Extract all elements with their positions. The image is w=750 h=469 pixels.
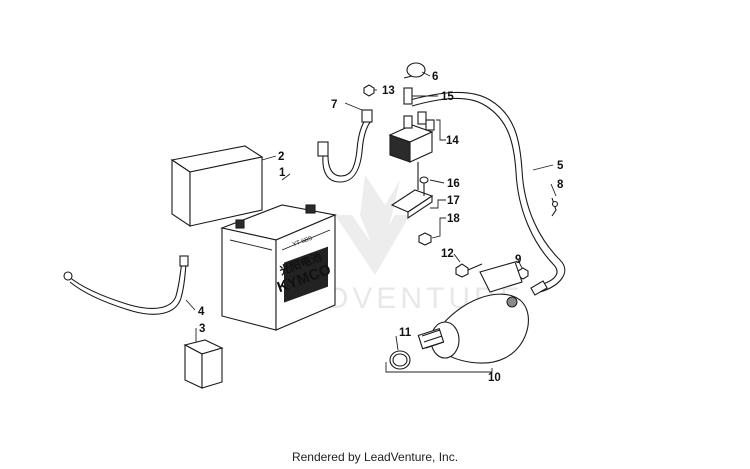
mounting-bracket-part-17[interactable] [390,162,434,220]
callout-6: 6 [432,71,438,83]
callout-11: 11 [399,327,412,339]
callout-8: 8 [557,179,564,191]
clamp-part-8[interactable] [551,197,559,217]
o-ring-part-11[interactable] [389,350,411,370]
starter-motor-part-10[interactable] [417,261,529,364]
nut-part-13[interactable] [363,84,375,97]
callout-2: 2 [278,151,284,163]
callout-15: 15 [441,91,454,103]
callout-3: 3 [199,323,205,335]
callout-14: 14 [446,135,459,147]
callout-13: 13 [382,85,395,97]
leader-lines [185,71,557,373]
screw-part-16[interactable] [419,176,429,196]
callout-7: 7 [331,99,337,111]
callout-4: 4 [198,306,205,318]
battery-part-1[interactable]: YT 6BS 光阳电池 KYMCO [220,204,337,331]
nut-part-18[interactable] [418,232,432,246]
bolt-part-12[interactable] [455,263,483,278]
callout-12: 12 [441,248,454,260]
starter-relay-part-14[interactable] [388,111,435,163]
foam-block-part-3[interactable] [183,339,224,389]
cable-terminal-part-15[interactable] [403,87,413,105]
callout-10: 10 [488,372,501,384]
callout-5: 5 [557,160,564,172]
callout-16: 16 [447,178,460,190]
callout-18: 18 [447,213,460,225]
battery-cable-part-4[interactable] [63,255,189,315]
callout-17: 17 [447,195,460,207]
terminal-cap-part-6[interactable] [403,62,426,79]
callout-1: 1 [279,167,286,179]
render-credit: Rendered by LeadVenture, Inc. [291,450,459,464]
foam-pad-part-2[interactable] [170,145,264,228]
callout-numbers: 1 2 3 4 5 6 7 8 9 10 11 12 13 14 15 16 1… [198,71,564,384]
positive-cable-part-7[interactable] [317,109,373,183]
starter-cable-part-5[interactable] [409,91,566,296]
callout-9: 9 [515,254,521,266]
